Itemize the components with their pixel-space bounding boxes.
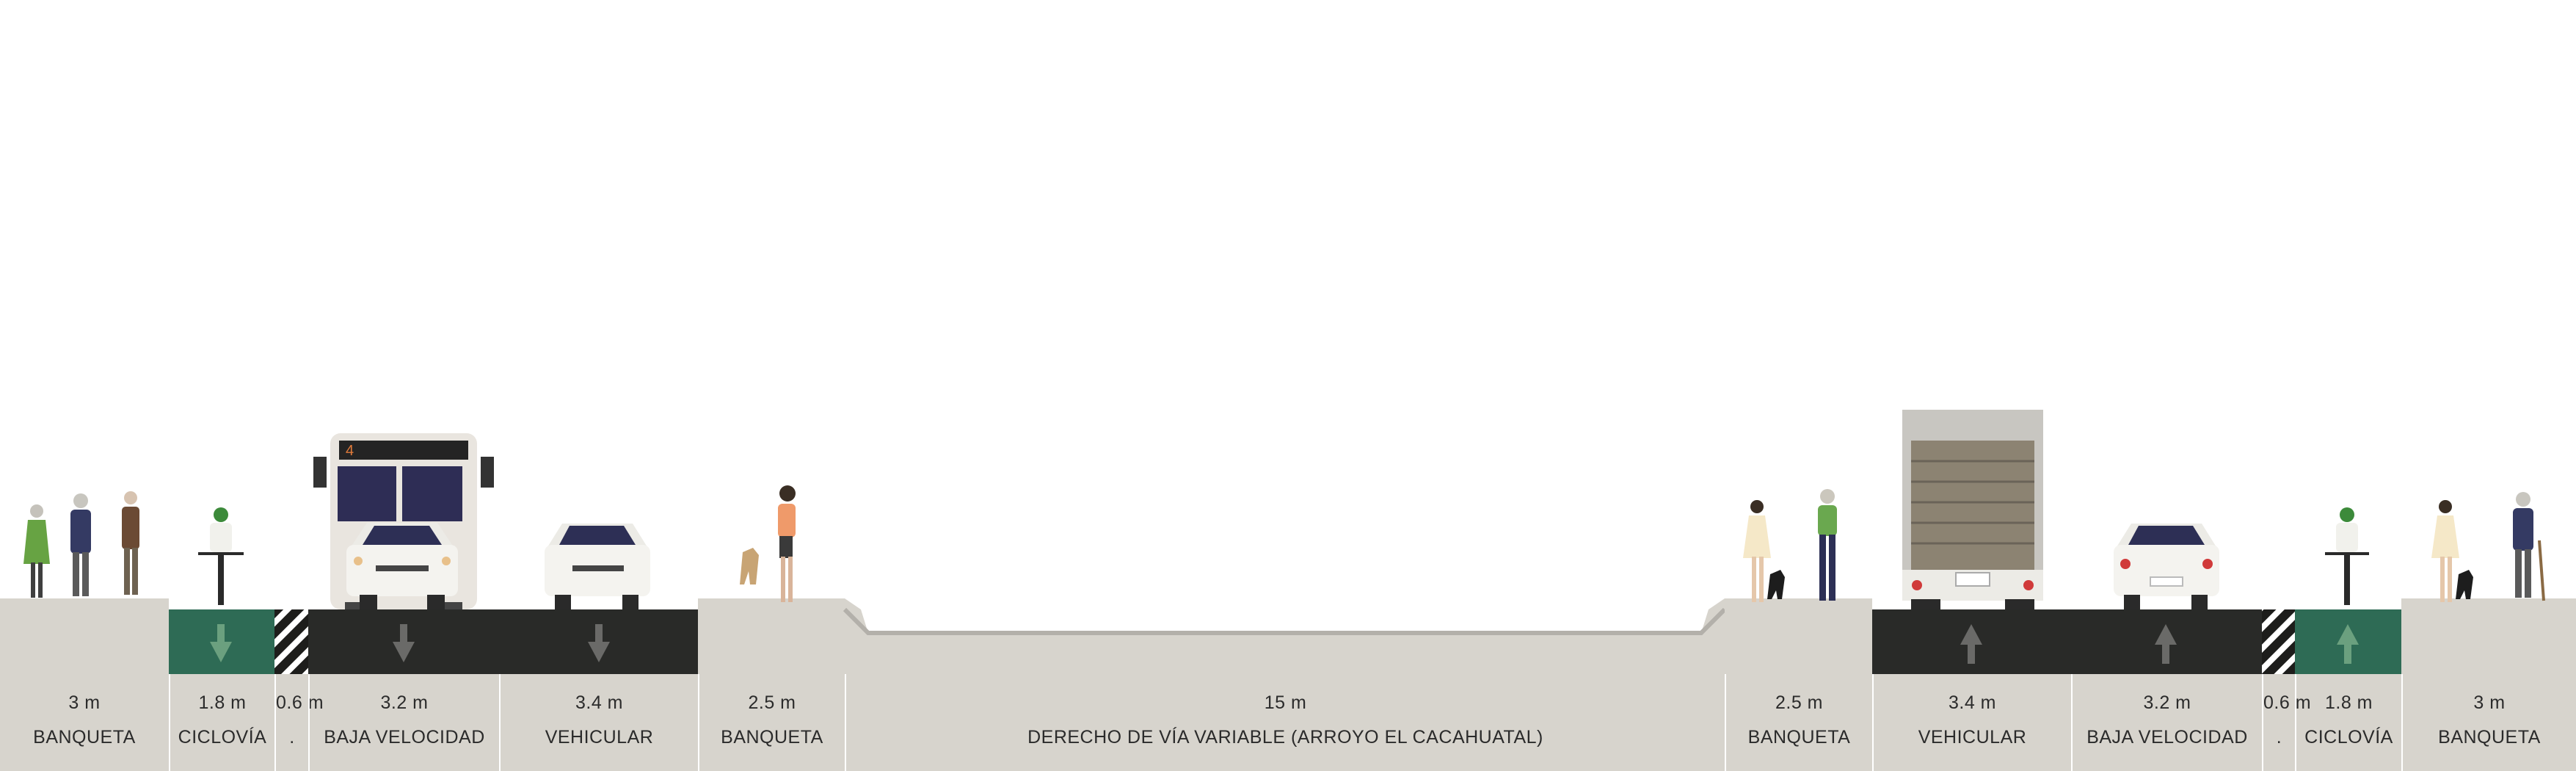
segment-label: 15 m DERECHO DE VÍA VARIABLE (ARROYO EL … (845, 674, 1725, 771)
bus-route-number: 4 (346, 443, 354, 459)
car-icon (346, 523, 458, 609)
car-icon (545, 524, 650, 609)
road-right (1872, 609, 2262, 674)
segment-width: 15 m (1264, 692, 1307, 713)
segment-label: 1.8 m CICLOVÍA (169, 674, 274, 771)
pedestrian-with-dog-icon (740, 485, 796, 602)
pedestrian-with-dog-icon (2431, 500, 2473, 602)
channel (845, 598, 1725, 674)
segment-name: VEHICULAR (1918, 727, 2027, 748)
segment-width: 3.4 m (575, 692, 624, 713)
segment-label: 1.8 m CICLOVÍA (2295, 674, 2401, 771)
segment-label: 0.6 m . (2262, 674, 2312, 771)
segment-width: 0.6 m (276, 692, 324, 713)
segment-name: . (289, 727, 295, 748)
segment-width: 1.8 m (2324, 692, 2373, 713)
label-band (0, 674, 2576, 771)
arrow-down-icon (393, 624, 415, 662)
segment-label: 3.2 m BAJA VELOCIDAD (308, 674, 499, 771)
segment-name: CICLOVÍA (178, 727, 267, 748)
segment-label: 3.4 m VEHICULAR (499, 674, 698, 771)
segment-name: BANQUETA (721, 727, 823, 748)
segment-name: . (2276, 727, 2282, 748)
segment-name: BANQUETA (2438, 727, 2541, 748)
segment-name: BANQUETA (33, 727, 136, 748)
buffer-right (2262, 609, 2295, 674)
road-left (308, 609, 698, 674)
truck-icon (1902, 410, 2043, 609)
cyclist-icon (198, 507, 244, 605)
arrow-up-icon (1960, 624, 1982, 664)
car-icon (2114, 524, 2219, 609)
cyclist-icon (2325, 507, 2369, 605)
segment-width: 3 m (68, 692, 101, 713)
segment-width: 2.5 m (748, 692, 796, 713)
arrow-up-icon (2337, 624, 2359, 664)
pedestrian-with-dog-icon (1743, 500, 1785, 602)
segment-width: 3.2 m (380, 692, 429, 713)
segment-label: 3 m BANQUETA (0, 674, 169, 771)
arrow-up-icon (2155, 624, 2177, 664)
segment-name: BANQUETA (1747, 727, 1851, 748)
sidewalk-mid-left (698, 598, 845, 674)
segment-width: 2.5 m (1775, 692, 1824, 713)
pedestrian-group-icon (23, 491, 139, 598)
segment-name: BAJA VELOCIDAD (2086, 727, 2248, 748)
segment-label: 2.5 m BANQUETA (698, 674, 845, 771)
sidewalk-right (2401, 598, 2576, 674)
pedestrian-icon (1818, 489, 1837, 601)
segment-width: 1.8 m (198, 692, 247, 713)
sidewalk-left (0, 598, 169, 674)
buffer-left (274, 609, 308, 674)
segment-width: 3 m (2473, 692, 2506, 713)
arrow-down-icon (210, 624, 232, 662)
elderly-pedestrian-icon (2513, 492, 2545, 601)
segment-label: 0.6 m . (274, 674, 324, 771)
sidewalk-mid-right (1725, 598, 1872, 674)
segment-label: 3.2 m BAJA VELOCIDAD (2071, 674, 2262, 771)
segment-width: 3.2 m (2143, 692, 2191, 713)
segment-name: CICLOVÍA (2304, 727, 2393, 748)
segment-label: 3.4 m VEHICULAR (1872, 674, 2071, 771)
segment-width: 0.6 m (2263, 692, 2312, 713)
segment-label: 2.5 m BANQUETA (1725, 674, 1872, 771)
segment-name: BAJA VELOCIDAD (324, 727, 485, 748)
segment-label: 3 m BANQUETA (2401, 674, 2576, 771)
channel-line (843, 607, 1727, 635)
segment-width: 3.4 m (1948, 692, 1997, 713)
segment-name: VEHICULAR (545, 727, 654, 748)
arrow-down-icon (588, 624, 610, 662)
segment-name: DERECHO DE VÍA VARIABLE (ARROYO EL CACAH… (1027, 727, 1543, 748)
